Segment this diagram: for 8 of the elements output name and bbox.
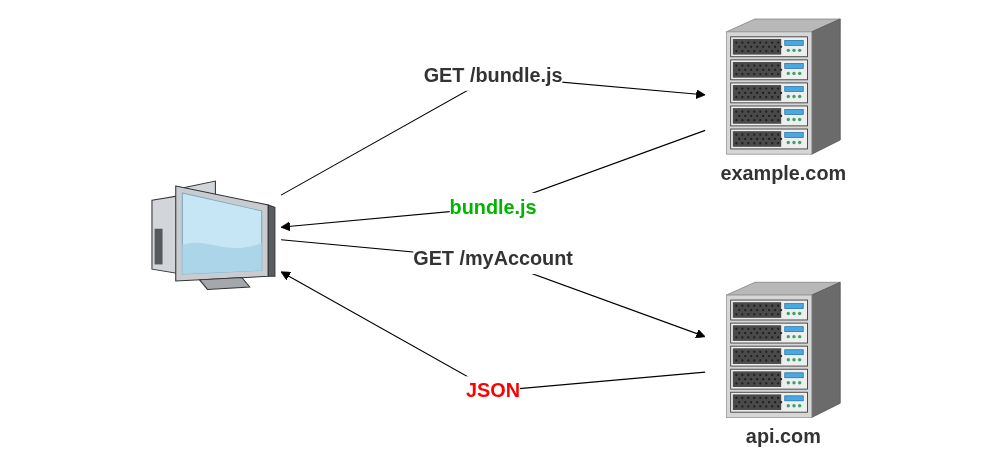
edge-label: GET /myAccount <box>413 247 573 270</box>
arrow <box>280 129 706 232</box>
arrow <box>280 239 706 339</box>
node-label: api.com <box>745 425 821 448</box>
edge-label: JSON <box>466 379 521 402</box>
edge-label: GET /bundle.js <box>423 64 563 87</box>
node-label: example.com <box>720 161 847 184</box>
edge-label: bundle.js <box>449 196 537 219</box>
